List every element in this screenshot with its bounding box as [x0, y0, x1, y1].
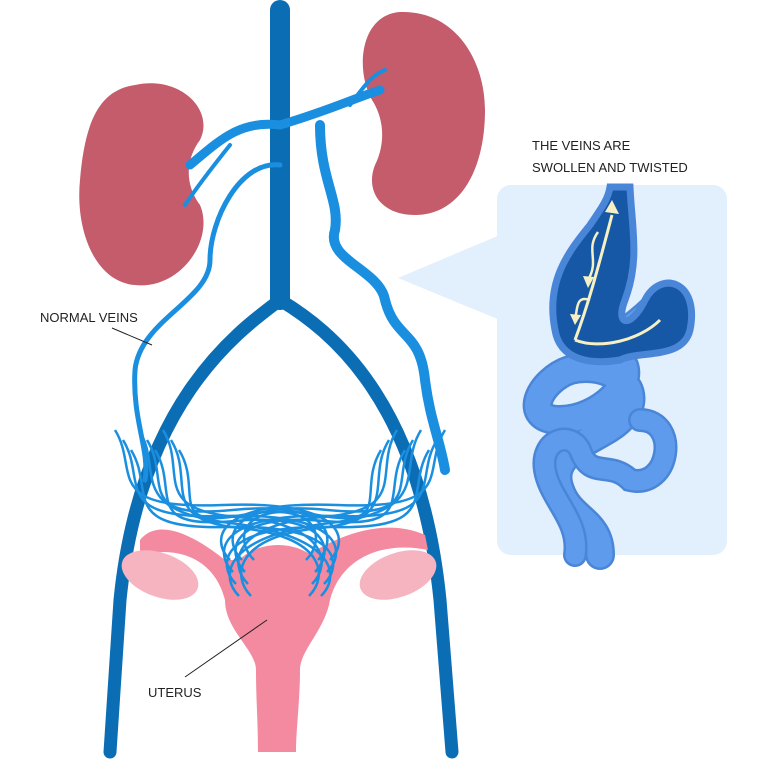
flow-arrow-down — [586, 231, 600, 281]
small-vein — [113, 429, 341, 561]
flow-arrow-path — [574, 318, 662, 346]
pelvic-vein-network — [113, 429, 447, 597]
arrow-head-icon — [570, 314, 581, 325]
small-vein — [169, 439, 321, 597]
right-kidney — [362, 11, 485, 216]
uterus-label: UTERUS — [148, 685, 202, 700]
callout-pointer — [398, 235, 500, 320]
small-vein — [231, 439, 415, 561]
small-vein — [239, 439, 391, 597]
arrow-head-icon — [605, 200, 619, 214]
left-ovary — [121, 550, 199, 600]
small-vein — [145, 439, 329, 561]
arrow-head-icon — [583, 276, 594, 288]
normal-veins — [132, 68, 450, 483]
uterus — [121, 527, 437, 752]
normal-veins-label: NORMAL VEINS — [40, 310, 138, 325]
small-vein — [228, 429, 423, 597]
left-kidney — [79, 83, 204, 286]
callout — [398, 183, 727, 570]
flow-arrow-up — [573, 214, 614, 341]
callout-title-line2: SWOLLEN AND TWISTED — [532, 160, 688, 175]
callout-title-line1: THE VEINS ARE — [532, 138, 631, 153]
small-vein — [242, 449, 383, 561]
small-vein — [234, 449, 407, 573]
normal-veins-leader — [111, 327, 153, 346]
small-vein — [219, 429, 447, 561]
swollen-vein — [549, 183, 695, 366]
uterus-leader — [184, 619, 268, 678]
right-ovary — [359, 550, 437, 600]
main-veins — [103, 0, 459, 759]
